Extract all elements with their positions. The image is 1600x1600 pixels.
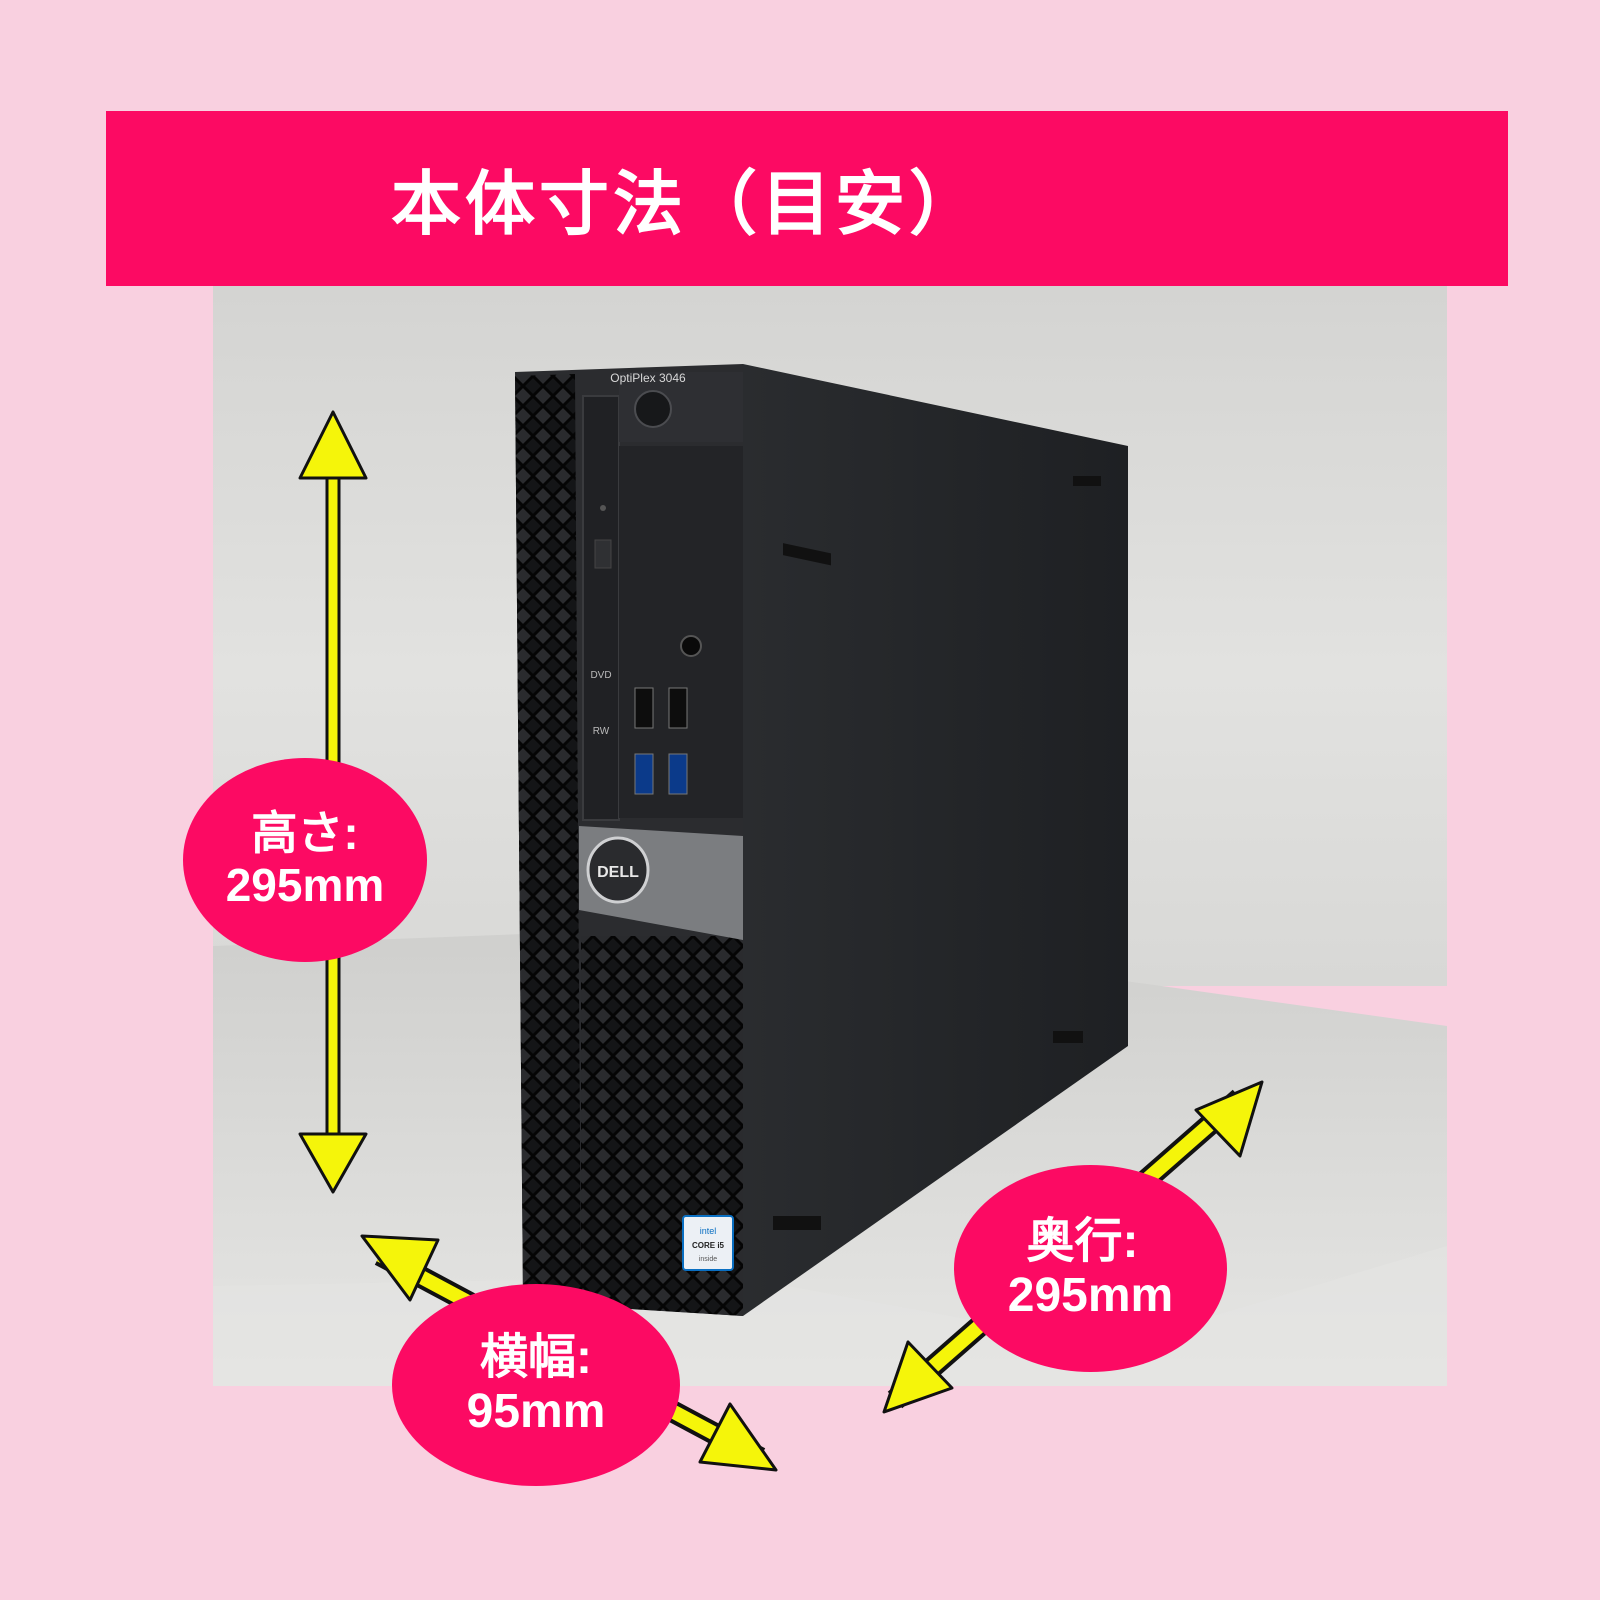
depth-bubble: 奥行: 295mm [954, 1165, 1227, 1372]
banner-title: 本体寸法（目安） [391, 163, 983, 245]
title-banner: 本体寸法（目安） [106, 111, 1508, 286]
brand-logo: DELL [597, 864, 639, 881]
dvd-label: DVD [590, 670, 611, 681]
depth-label: 奥行: [1026, 1214, 1139, 1268]
rw-label: RW [593, 726, 610, 737]
height-label: 高さ: [251, 807, 359, 860]
cpu-sticker-brand: intel [700, 1226, 717, 1236]
cpu-sticker-model: CORE i5 [692, 1241, 725, 1250]
width-bubble: 横幅: 95mm [392, 1284, 680, 1486]
width-value: 95mm [466, 1385, 606, 1438]
depth-value: 295mm [1007, 1268, 1174, 1322]
width-label: 横幅: [480, 1331, 592, 1385]
height-bubble: 高さ: 295mm [183, 758, 427, 962]
cpu-sticker-sub: inside [699, 1256, 717, 1263]
model-label: OptiPlex 3046 [610, 371, 686, 385]
height-value: 295mm [225, 859, 385, 911]
